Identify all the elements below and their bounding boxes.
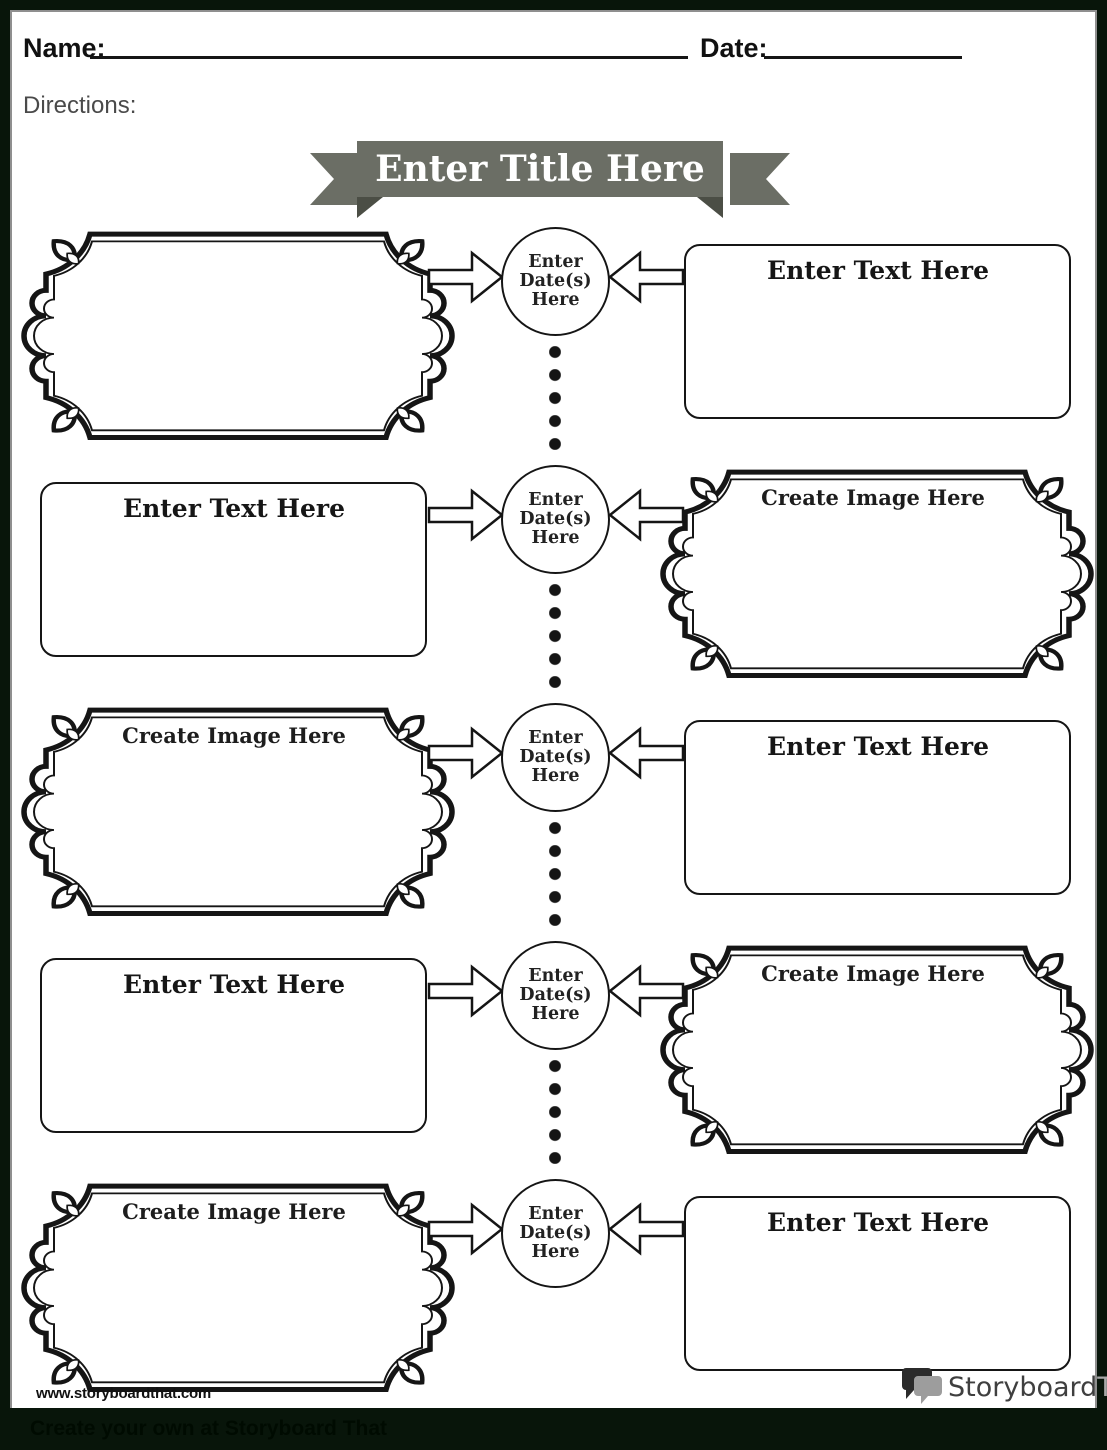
date-circle-line: Enter (528, 966, 583, 986)
text-box-label[interactable]: Enter Text Here (123, 494, 345, 523)
text-box-label[interactable]: Enter Text Here (767, 1208, 989, 1237)
bottom-bar-text: Create your own at Storyboard That (30, 1417, 388, 1440)
arrow-right-to-center (608, 727, 685, 779)
banner-tail-left (310, 153, 370, 205)
timeline-dotted-connector (549, 1060, 561, 1164)
date-circle[interactable]: Enter Date(s) Here (501, 1179, 610, 1288)
timeline-dotted-connector (549, 584, 561, 688)
date-circle-line: Enter (528, 490, 583, 510)
arrow-left-to-center (427, 727, 504, 779)
banner-tail-right (730, 153, 790, 205)
text-box[interactable] (684, 720, 1071, 895)
date-circle-line: Here (531, 1242, 580, 1262)
arrow-left-to-center (427, 1203, 504, 1255)
banner-fold-right (697, 197, 723, 218)
timeline-dotted-connector (549, 346, 561, 450)
image-frame-label[interactable]: Create Image Here (761, 961, 985, 986)
date-circle[interactable]: Enter Date(s) Here (501, 465, 610, 574)
logo-text-that: That (1097, 1372, 1107, 1403)
date-circle-line: Date(s) (519, 747, 592, 767)
date-circle[interactable]: Enter Date(s) Here (501, 941, 610, 1050)
text-box-label[interactable]: Enter Text Here (767, 732, 989, 761)
name-label: Name: (23, 33, 106, 63)
worksheet-title[interactable]: Enter Title Here (375, 148, 705, 190)
date-circle-line: Here (531, 290, 580, 310)
arrow-right-to-center (608, 1203, 685, 1255)
date-circle[interactable]: Enter Date(s) Here (501, 227, 610, 336)
text-box[interactable] (684, 244, 1071, 419)
date-circle-line: Date(s) (519, 985, 592, 1005)
date-circle-line: Enter (528, 1204, 583, 1224)
date-circle-line: Here (531, 528, 580, 548)
image-frame-label[interactable]: Create Image Here (122, 723, 346, 748)
date-circle-line: Date(s) (519, 1223, 592, 1243)
date-circle-line: Here (531, 766, 580, 786)
date-circle-line: Enter (528, 252, 583, 272)
date-circle[interactable]: Enter Date(s) Here (501, 703, 610, 812)
date-line[interactable] (764, 56, 962, 59)
text-box-label[interactable]: Enter Text Here (767, 256, 989, 285)
logo-text-storyboard: Storyboard (948, 1372, 1098, 1403)
date-circle-line: Here (531, 1004, 580, 1024)
image-frame-label[interactable]: Create Image Here (122, 1199, 346, 1224)
arrow-right-to-center (608, 251, 685, 303)
text-box-label[interactable]: Enter Text Here (123, 970, 345, 999)
date-circle-line: Date(s) (519, 509, 592, 529)
bottom-bar: Create your own at Storyboard That (0, 1408, 1107, 1450)
website-url: www.storyboardthat.com (36, 1385, 212, 1402)
image-frame-label[interactable]: Create Image Here (761, 485, 985, 510)
banner-body (357, 141, 723, 197)
storyboardthat-logo-icon (902, 1368, 942, 1404)
text-box[interactable] (40, 958, 427, 1133)
timeline-dotted-connector (549, 822, 561, 926)
image-frame[interactable] (14, 225, 454, 443)
text-box[interactable] (684, 1196, 1071, 1371)
directions-label: Directions: (23, 92, 137, 119)
date-circle-line: Enter (528, 728, 583, 748)
arrow-left-to-center (427, 489, 504, 541)
title-banner-ribbon (310, 141, 790, 218)
banner-fold-left (357, 197, 383, 218)
date-label: Date: (700, 33, 768, 63)
arrow-left-to-center (427, 251, 504, 303)
text-box[interactable] (40, 482, 427, 657)
name-line[interactable] (90, 56, 688, 59)
arrow-left-to-center (427, 965, 504, 1017)
date-circle-line: Date(s) (519, 271, 592, 291)
